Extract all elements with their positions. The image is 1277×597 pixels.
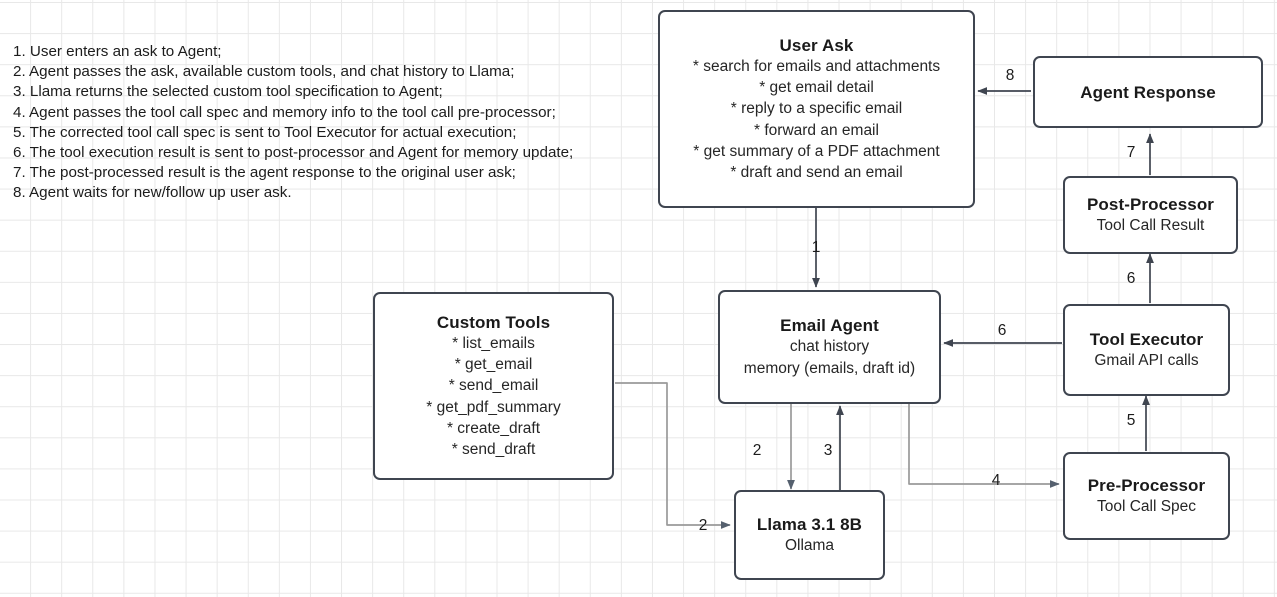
node-pre-processor-title: Pre-Processor [1087,475,1206,495]
node-custom-tools-items: * list_emails * get_email * send_email *… [426,334,561,459]
node-post-processor-subtitle: Tool Call Result [1096,216,1205,234]
node-email-agent[interactable]: Email Agent chat history memory (emails,… [718,290,941,404]
node-tool-executor[interactable]: Tool Executor Gmail API calls [1063,304,1230,396]
edge-label-1: 1 [811,239,821,256]
node-tool-executor-subtitle: Gmail API calls [1094,351,1199,369]
node-user-ask-items: * search for emails and attachments * ge… [692,57,941,182]
edge-4-path [908,404,1060,488]
edge-label-6a: 6 [997,322,1007,339]
node-user-ask[interactable]: User Ask * search for emails and attachm… [658,10,975,208]
node-llama-subtitle: Ollama [784,536,835,554]
node-email-agent-title: Email Agent [780,316,879,336]
node-post-processor-title: Post-Processor [1086,194,1215,214]
node-tool-executor-title: Tool Executor [1089,329,1204,349]
edge-label-4: 4 [991,472,1001,489]
node-agent-response[interactable]: Agent Response [1033,56,1263,128]
edge-label-8: 8 [1005,67,1015,84]
edge-2b-path [615,382,731,529]
node-llama[interactable]: Llama 3.1 8B Ollama [734,490,885,580]
edge-label-2b: 2 [698,517,708,534]
node-user-ask-title: User Ask [779,35,854,55]
node-custom-tools[interactable]: Custom Tools * list_emails * get_email *… [373,292,614,480]
node-post-processor[interactable]: Post-Processor Tool Call Result [1063,176,1238,254]
node-custom-tools-title: Custom Tools [436,312,551,332]
edge-label-7: 7 [1126,144,1136,161]
node-pre-processor[interactable]: Pre-Processor Tool Call Spec [1063,452,1230,540]
node-llama-title: Llama 3.1 8B [756,514,863,534]
node-email-agent-details: chat history memory (emails, draft id) [743,338,916,377]
node-pre-processor-subtitle: Tool Call Spec [1096,497,1197,515]
edge-label-6b: 6 [1126,270,1136,287]
flow-steps-legend: 1. User enters an ask to Agent; 2. Agent… [13,43,574,202]
edge-label-3: 3 [823,442,833,459]
edge-label-2a: 2 [752,442,762,459]
edge-label-5: 5 [1126,412,1136,429]
node-agent-response-title: Agent Response [1080,82,1216,102]
